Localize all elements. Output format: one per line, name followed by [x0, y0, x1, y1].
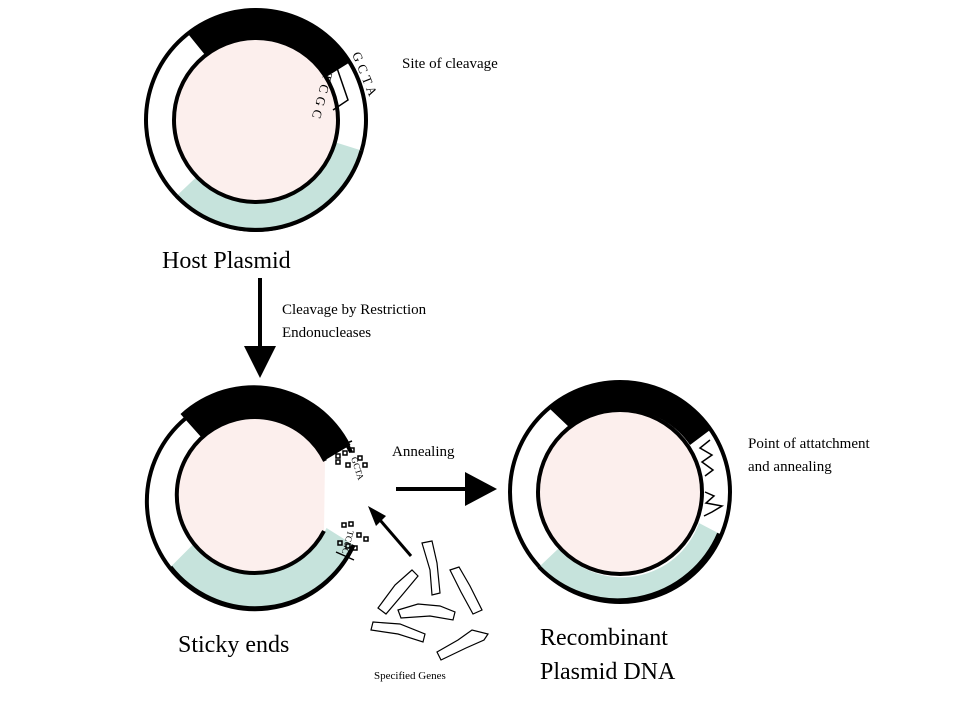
specified-genes-label: Specified Genes [374, 670, 446, 682]
recombinant-plasmid [508, 380, 732, 604]
annealing-label: Annealing [392, 444, 455, 460]
sticky-end-top [333, 440, 368, 468]
cleavage-arrow [244, 278, 276, 378]
sticky-end-bottom [335, 521, 369, 561]
cleavage-label-line1: Cleavage by Restriction [282, 302, 427, 318]
host-plasmid-teal-arc-outline [175, 149, 364, 232]
sticky-ends-plasmid: GCTA TCGC [144, 385, 369, 612]
genes-insertion-arrow [368, 506, 413, 557]
attachment-joint-bottom [703, 491, 725, 517]
recombinant-title-line2: Plasmid DNA [540, 659, 676, 685]
recombinant-teal-arc-outline [537, 532, 721, 603]
cleavage-site-marker [332, 61, 350, 111]
host-plasmid-inner-circle [172, 36, 340, 204]
sticky-ends-title: Sticky ends [178, 632, 289, 658]
attachment-joint-top [698, 439, 715, 477]
recombinant-inner-circle [536, 408, 704, 576]
cleavage-label-line2: Endonucleases [282, 325, 371, 341]
host-plasmid-title: Host Plasmid [162, 248, 291, 274]
recombinant-title-line1: Recombinant [540, 625, 668, 651]
sticky-plasmid-teal-band [170, 528, 354, 609]
host-plasmid: GCTA TCGC [144, 8, 382, 232]
recombinant-teal-band [539, 523, 719, 601]
specified-genes-fragments [370, 540, 489, 661]
sticky-plasmid-black-band [180, 385, 351, 461]
recombinant-black-band [549, 382, 710, 445]
attachment-label-line1: Point of attatchment [748, 436, 870, 452]
host-plasmid-teal-band [176, 142, 362, 230]
site-of-cleavage-label: Site of cleavage [402, 56, 498, 72]
sticky-plasmid-teal-arc-outline [168, 544, 356, 611]
attachment-label-line2: and annealing [748, 459, 832, 475]
sticky-plasmid-inner-circle [174, 415, 327, 575]
annealing-arrow [396, 472, 497, 506]
host-plasmid-black-band [187, 9, 350, 78]
